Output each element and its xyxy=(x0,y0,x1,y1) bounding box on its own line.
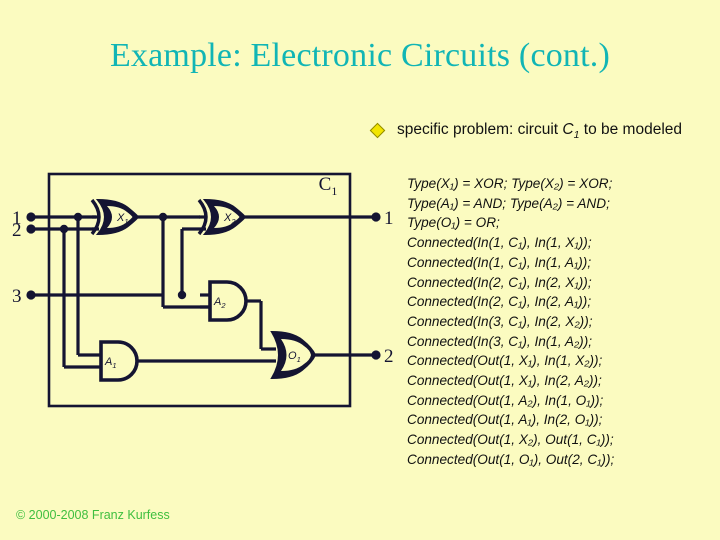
output-label-1: 1 xyxy=(384,208,394,229)
logic-line: Type(X₁) = XOR; Type(X₂) = XOR; xyxy=(407,176,613,191)
input-label-1: 1 xyxy=(12,208,22,229)
bullet-text: specific problem: circuit C1 to be model… xyxy=(397,120,693,145)
input-pin-2[interactable] xyxy=(26,224,36,234)
logic-line: Connected(Out(1, X₁), In(1, X₂)); xyxy=(407,353,603,369)
input-pin-3[interactable] xyxy=(26,290,36,300)
logic-line: Connected(In(3, C₁), In(2, X₂)); xyxy=(407,313,593,329)
junction-dot-x1-branch xyxy=(158,212,168,222)
logic-line: Connected(In(1, C₁), In(1, X₁)); xyxy=(407,235,592,251)
logic-line: Connected(In(2, C₁), In(2, X₁)); xyxy=(407,274,592,290)
input-label-2: 2 xyxy=(12,220,22,241)
bullet-text-part2: to be modeled xyxy=(579,121,682,138)
logic-line: Connected(In(3, C₁), In(1, A₂)); xyxy=(407,333,592,349)
output-pin-2[interactable] xyxy=(371,350,381,360)
gate-a2: A2 xyxy=(208,280,248,322)
gate-x1-inner-arc xyxy=(107,206,133,228)
gate-a1: A1 xyxy=(99,340,139,382)
circuit-boundary-box xyxy=(47,172,352,408)
gate-o1: O1 xyxy=(270,330,317,380)
junction-dot-in2 xyxy=(59,224,69,234)
logic-sentence-list: Type(X₁) = XOR; Type(X₂) = XOR; Type(A₁)… xyxy=(407,174,717,470)
logic-line: Connected(In(2, C₁), In(2, A₁)); xyxy=(407,294,592,310)
logic-line: Connected(Out(1, O₁), Out(2, C₁)); xyxy=(407,451,615,467)
junction-dot-in1 xyxy=(73,212,83,222)
bullet-circuit-name: C1 xyxy=(562,121,580,142)
junction-dot-in3-x2 xyxy=(177,290,187,300)
gate-a2-body xyxy=(208,280,248,322)
bullet-item: specific problem: circuit C1 to be model… xyxy=(369,120,702,145)
diamond-bullet-icon xyxy=(369,122,386,139)
output-pin-1[interactable] xyxy=(371,212,381,222)
circuit-name-label: C1 xyxy=(319,174,338,198)
gate-o1-inner-arc xyxy=(281,339,311,371)
input-pin-1[interactable] xyxy=(26,212,36,222)
gate-x1: X1 xyxy=(90,198,140,236)
gate-x2-inner-arc xyxy=(214,206,240,228)
page-title: Example: Electronic Circuits (cont.) xyxy=(109,37,611,74)
gate-x2: X2 xyxy=(197,198,247,236)
bullet-circuit-subscript: 1 xyxy=(573,129,580,142)
bullet-circuit-letter: C xyxy=(562,121,574,138)
logic-line: Type(A₁) = AND; Type(A₂) = AND; xyxy=(407,195,610,211)
logic-line: Connected(Out(1, A₂), In(1, O₁)); xyxy=(407,392,604,408)
logic-line: Connected(In(1, C₁), In(1, A₁)); xyxy=(407,254,592,270)
circuit-diagram: X1 X2 xyxy=(0,170,400,420)
logic-line: Connected(Out(1, X₁), In(2, A₂)); xyxy=(407,373,602,389)
footer-copyright: © 2000-2008 Franz Kurfess xyxy=(16,508,170,522)
bullet-text-part1: specific problem: circuit xyxy=(397,121,563,138)
logic-line: Connected(Out(1, A₁), In(2, O₁)); xyxy=(407,412,603,428)
output-label-2: 2 xyxy=(384,346,394,367)
logic-line: Type(O₁) = OR; xyxy=(407,215,500,231)
input-label-3: 3 xyxy=(12,286,22,307)
logic-line: Connected(Out(1, X₂), Out(1, C₁)); xyxy=(407,432,614,448)
gate-a1-body xyxy=(99,340,139,382)
